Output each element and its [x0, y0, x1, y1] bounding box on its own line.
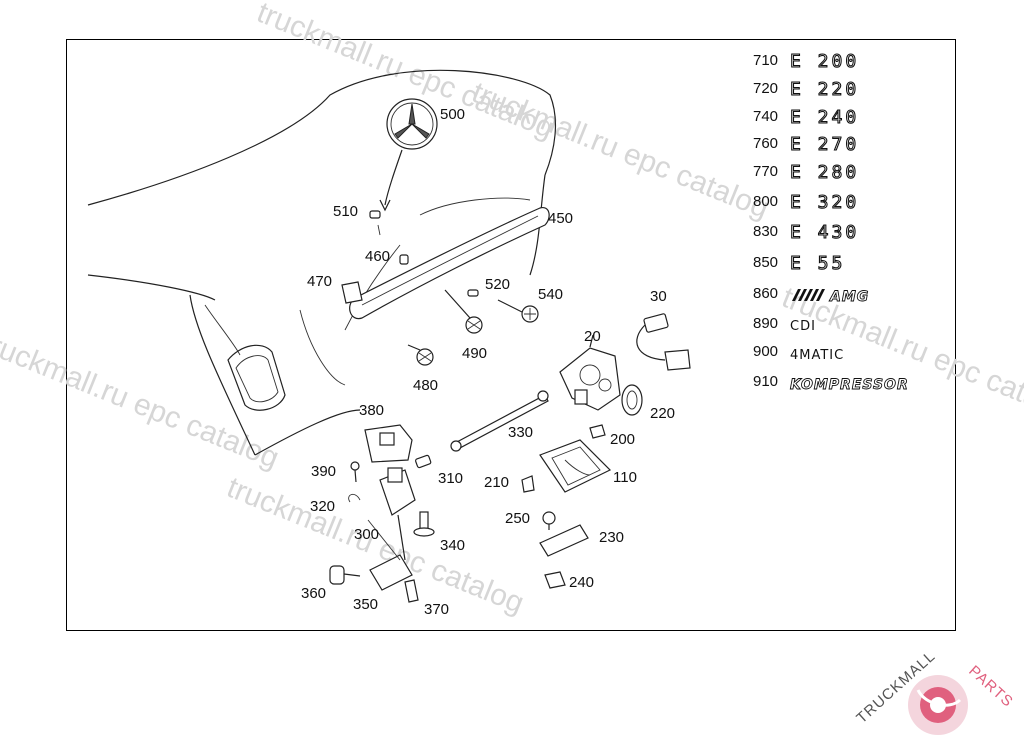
legend-code: 740	[753, 108, 778, 125]
bracket-set	[521, 475, 589, 589]
truckmallparts-logo: TRUCKMALL PARTS	[853, 648, 1017, 735]
legend-badge: E 200	[790, 51, 859, 72]
logo-accent: PARTS	[965, 662, 1016, 711]
legend-badge: E 280	[790, 162, 859, 183]
callout-500: 500	[440, 106, 465, 123]
legend-code: 800	[753, 193, 778, 210]
callout-390: 390	[311, 463, 336, 480]
callout-20: 20	[584, 328, 601, 345]
lock-mechanism	[559, 334, 643, 416]
callout-470: 470	[307, 273, 332, 290]
watermark-text: truckmall.ru epc catalog	[467, 76, 773, 225]
star-emblem	[379, 98, 438, 212]
callout-370: 370	[424, 601, 449, 618]
legend-code: 720	[753, 80, 778, 97]
callout-360: 360	[301, 585, 326, 602]
legend-badge: CDI	[790, 319, 816, 334]
legend-badge: KOMPRESSOR	[790, 377, 909, 393]
callout-520: 520	[485, 276, 510, 293]
callout-340: 340	[440, 537, 465, 554]
amg-stripes-icon	[792, 289, 825, 301]
callout-110: 110	[613, 469, 637, 486]
callout-350: 350	[353, 596, 378, 613]
callout-380: 380	[359, 402, 384, 419]
callout-labels: 500 510 460 450 470 520 540 490 480 380 …	[301, 106, 675, 618]
legend-code: 900	[753, 343, 778, 360]
legend-code: 760	[753, 135, 778, 152]
callout-510: 510	[333, 203, 358, 220]
legend-code: 860	[753, 285, 778, 302]
gas-strut	[450, 390, 549, 452]
callout-300: 300	[354, 526, 379, 543]
callout-480: 480	[413, 377, 438, 394]
watermark: truckmall.ru epc catalog truckmall.ru ep…	[0, 0, 1024, 620]
callout-490: 490	[462, 345, 487, 362]
callout-210: 210	[484, 474, 509, 491]
badge-legend: 710 E 200 720 E 220 740 E 240 760 E 270 …	[753, 50, 909, 393]
hinge-assembly	[329, 424, 435, 603]
callout-460: 460	[365, 248, 390, 265]
legend-code: 890	[753, 315, 778, 332]
fasteners-top	[341, 210, 539, 366]
legend-badge: 4MATIC	[790, 348, 844, 363]
trunk-lid-drawing	[87, 69, 557, 456]
callout-30: 30	[650, 288, 667, 305]
striker-plate	[539, 424, 612, 493]
callout-540: 540	[538, 286, 563, 303]
legend-badge: AMG	[829, 289, 869, 305]
legend-badge: E 240	[790, 107, 859, 128]
legend-code: 910	[753, 373, 778, 390]
callout-200: 200	[610, 431, 635, 448]
callout-330: 330	[508, 424, 533, 441]
legend-code: 770	[753, 163, 778, 180]
legend-badge: E 270	[790, 134, 859, 155]
callout-310: 310	[438, 470, 463, 487]
legend-code: 830	[753, 223, 778, 240]
callout-320: 320	[310, 498, 335, 515]
callout-240: 240	[569, 574, 594, 591]
legend-code: 710	[753, 52, 778, 69]
connector-cable	[636, 313, 691, 371]
callout-230: 230	[599, 529, 624, 546]
legend-badge: E 320	[790, 192, 859, 213]
callout-450: 450	[548, 210, 573, 227]
legend-badge: E 220	[790, 79, 859, 100]
callout-220: 220	[650, 405, 675, 422]
handle-bar	[349, 206, 550, 320]
legend-badge: E 55	[790, 253, 845, 274]
legend-code: 850	[753, 254, 778, 271]
callout-250: 250	[505, 510, 530, 527]
diagram-frame	[66, 39, 956, 631]
legend-badge: E 430	[790, 222, 859, 243]
watermark-text: truckmall.ru epc catalog	[0, 326, 283, 475]
